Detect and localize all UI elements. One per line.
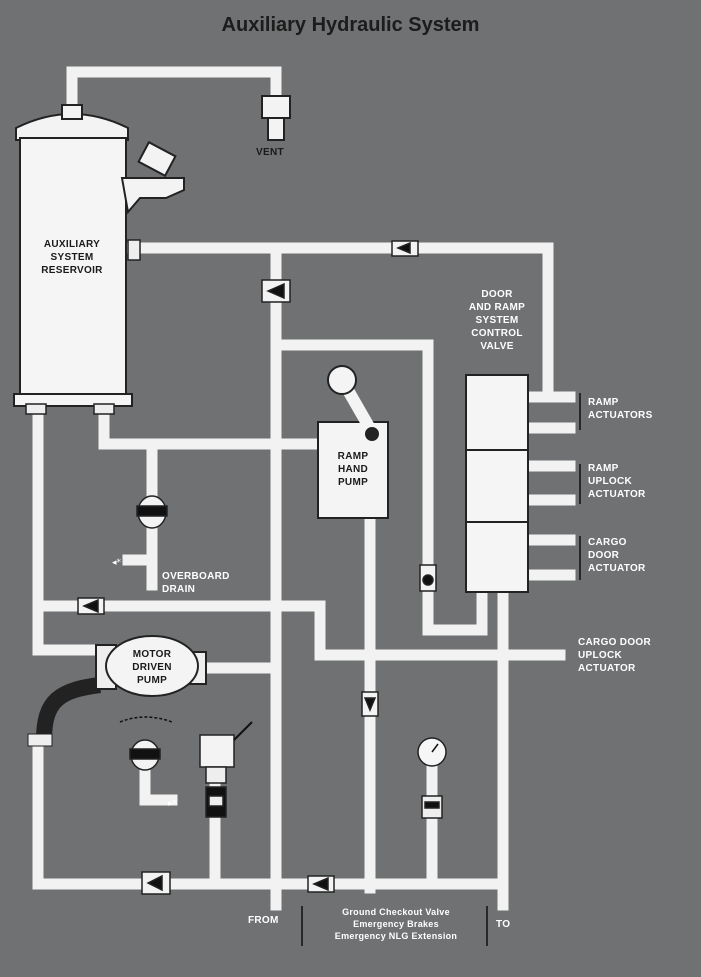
motor-driven-pump [95,635,207,697]
drain-valve [136,495,168,529]
ramp-uplock-label: RAMP UPLOCK ACTUATOR [588,463,646,500]
control-valve [465,374,529,593]
overboard-drain-label: OVERBOARD DRAIN [162,571,230,595]
ramp-actuators-label: RAMP ACTUATORS [588,397,653,421]
accumulator-leg [139,764,178,806]
vent-valve [261,95,291,119]
suction-hose [36,677,102,741]
bottom-loop [32,734,509,890]
svg-text:▸*: ▸* [168,799,178,809]
reservoir-to-hand-pump [98,404,324,450]
reservoir-left-line [32,404,106,656]
hand-pump-label: RAMP HAND PUMP [337,451,369,488]
vent-label: VENT [256,147,284,158]
control-valve-label: DOOR AND RAMP SYSTEM CONTROL VALVE [468,289,526,352]
pressure-gauge [417,737,447,819]
svg-text:◂*: ◂* [112,558,122,568]
vent-line [66,66,282,116]
cargo-door-actuator-label: CARGO DOOR ACTUATOR [588,537,646,574]
ground-checkout-label: Ground Checkout Valve Emergency Brakes E… [334,907,458,941]
from-label: FROM [248,915,279,926]
accumulator [119,716,173,771]
middle-cross-line [32,600,566,661]
diagram-title: Auxiliary Hydraulic System [221,14,480,36]
to-label: TO [496,919,511,930]
reservoir-tank [13,104,185,415]
hand-pump-supply [274,339,488,636]
ramp-hand-pump [317,365,389,519]
motor-pump-label: MOTOR DRIVEN PUMP [132,649,172,686]
filter-unit [199,721,253,818]
cargo-door-uplock-label: CARGO DOOR UPLOCK ACTUATOR [578,637,651,674]
reservoir-label: AUXILIARY SYSTEM RESERVOIR [41,239,103,276]
